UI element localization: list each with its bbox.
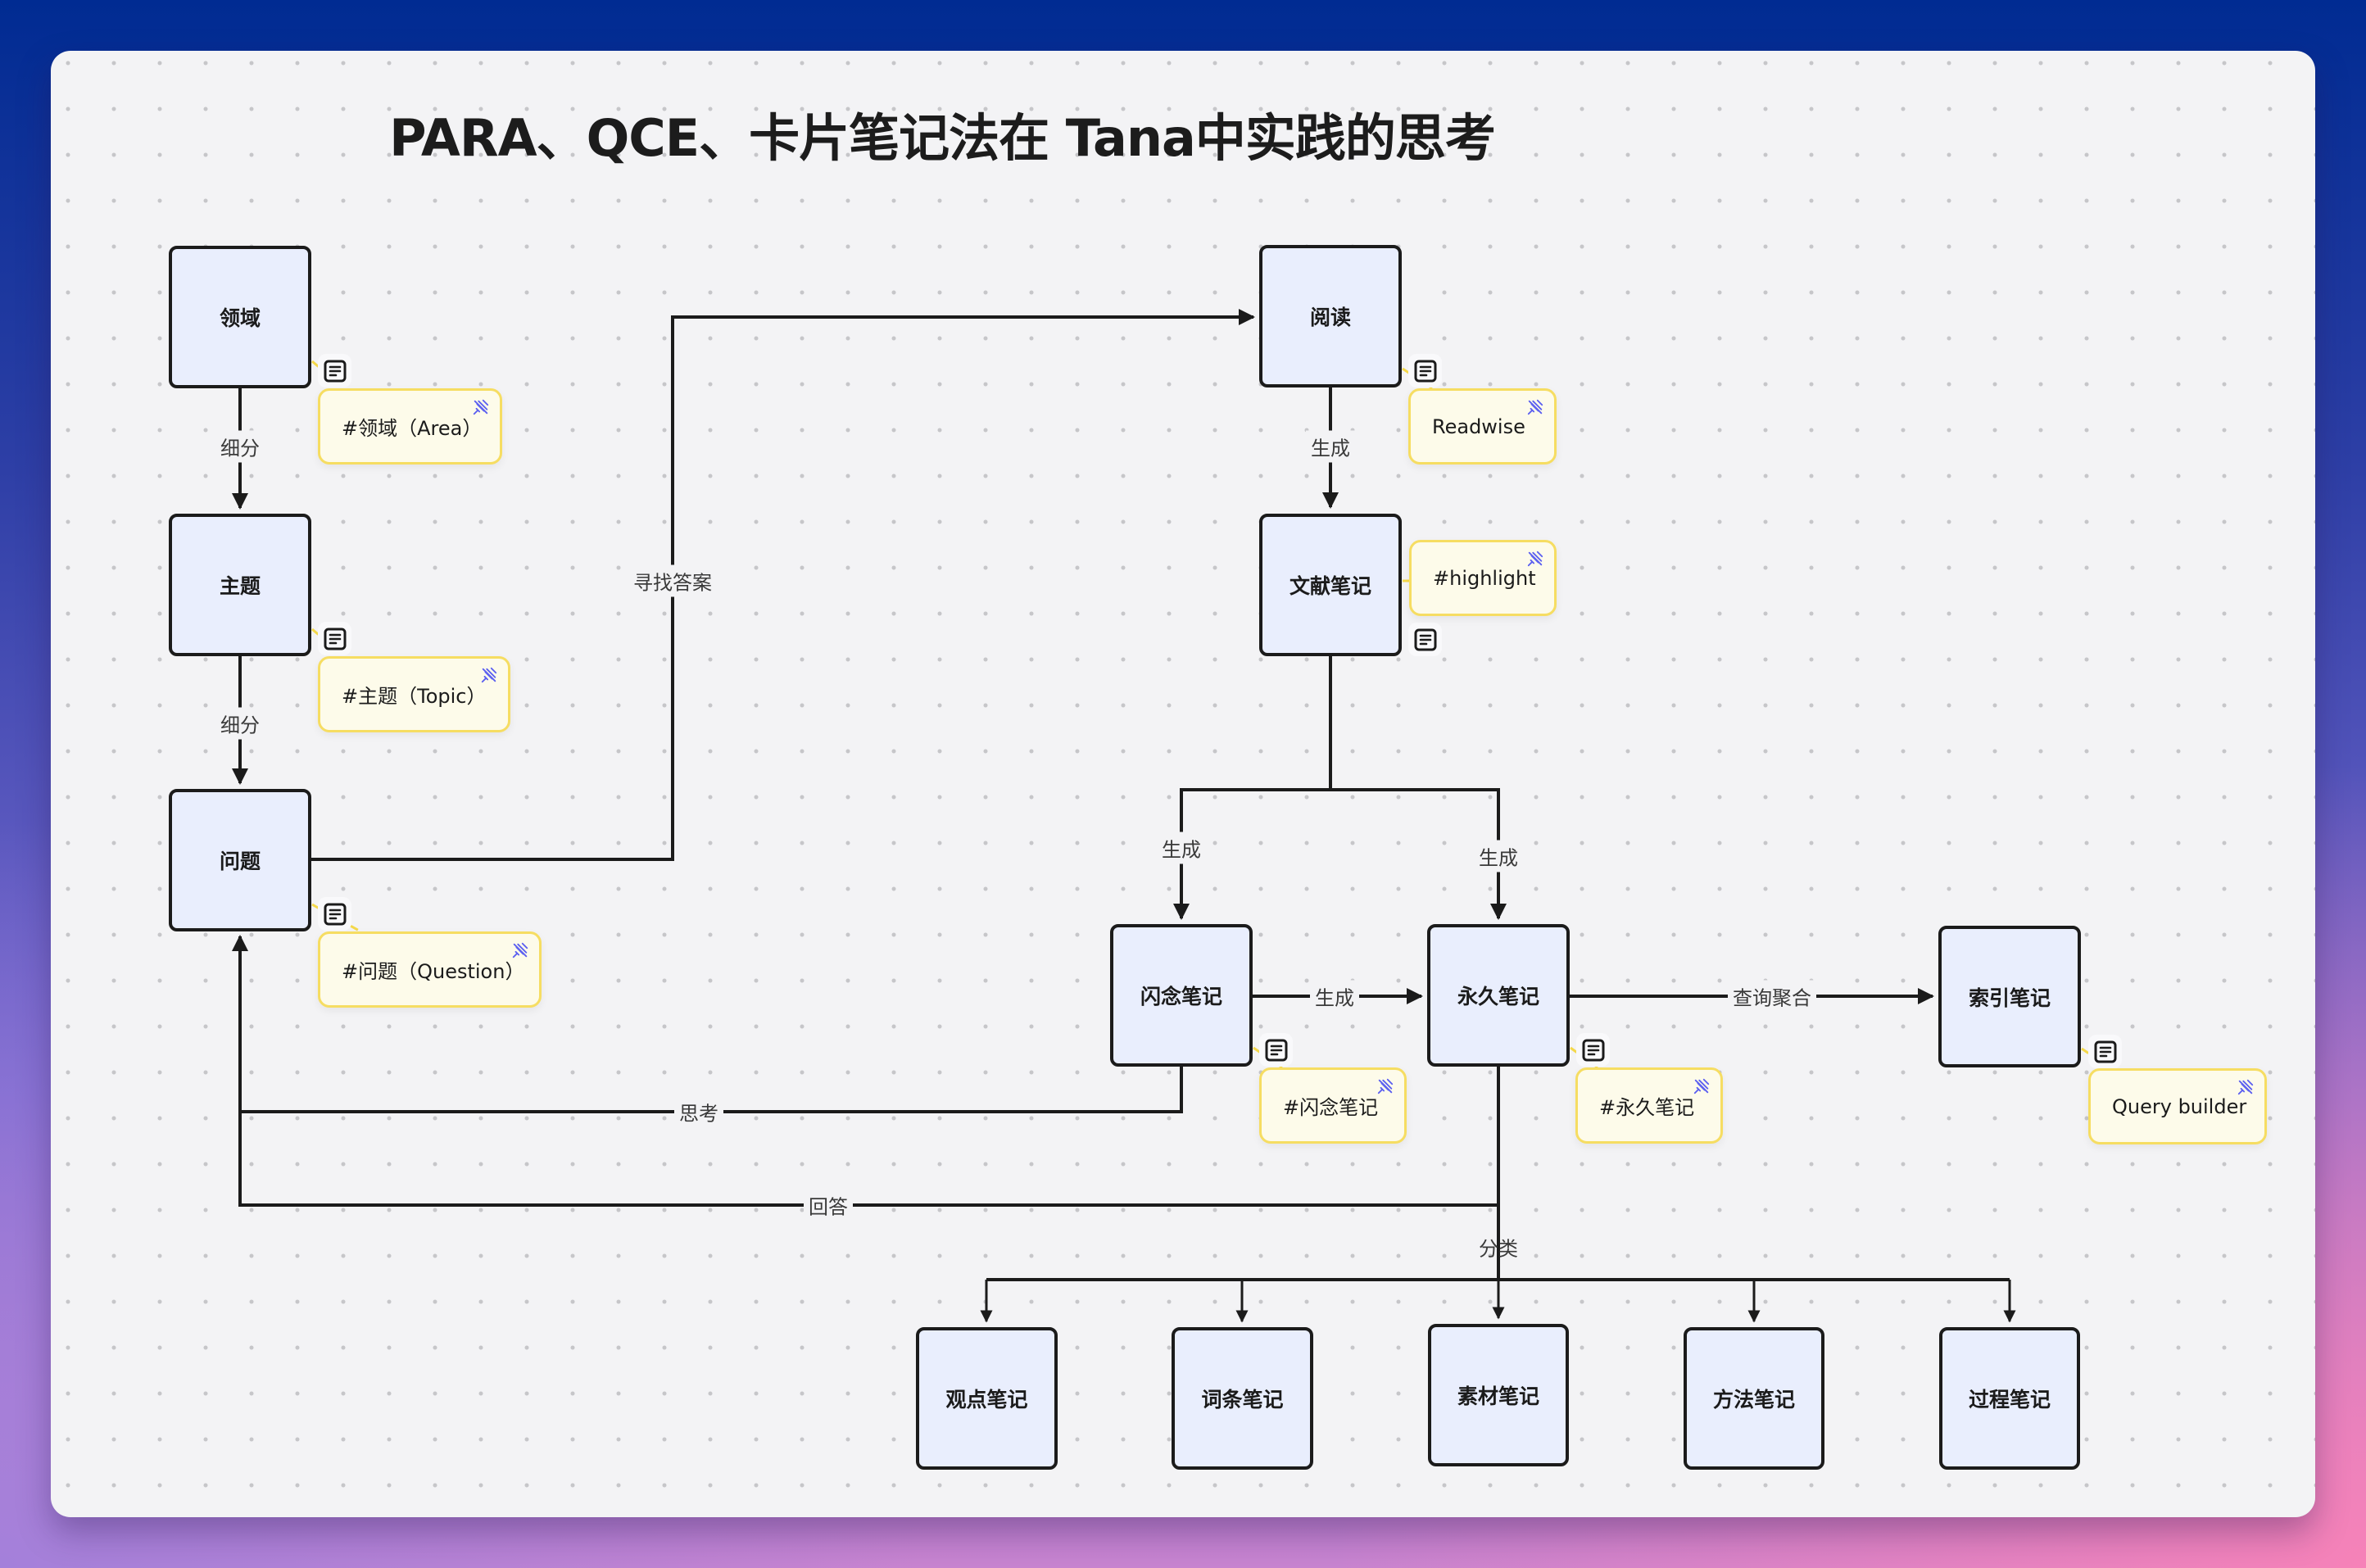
node-process-notes[interactable]: 过程笔记 (1939, 1327, 2080, 1470)
edge-label-literature-fleeting: 生成 (1157, 832, 1206, 864)
diagram-title: PARA、QCE、卡片笔记法在 Tana中实践的思考 (51, 97, 2315, 170)
note-button-area[interactable] (318, 354, 351, 387)
node-question[interactable]: 问题 (169, 789, 311, 931)
edge-label-categories: 分类 (1479, 1237, 1518, 1261)
node-material-notes[interactable]: 素材笔记 (1428, 1324, 1569, 1466)
node-area[interactable]: 领域 (169, 246, 311, 388)
edge-label-permanent-index: 查询聚合 (1728, 980, 1816, 1013)
edge-label-fleeting-permanent: 生成 (1310, 980, 1359, 1013)
unpin-icon[interactable] (2237, 1078, 2255, 1096)
unpin-icon[interactable] (472, 398, 490, 416)
sticky-topic-text: #主题（Topic） (342, 685, 487, 708)
sticky-reading-text: Readwise (1432, 415, 1525, 438)
unpin-icon[interactable] (1693, 1077, 1711, 1095)
node-question-label: 问题 (219, 850, 261, 873)
sticky-question[interactable]: #问题（Question） (318, 931, 542, 1008)
note-doc-icon (324, 628, 346, 650)
node-literature-notes[interactable]: 文献笔记 (1259, 514, 1402, 656)
edge-permanent-question[interactable] (238, 1112, 1498, 1207)
edge-label-question-reading: 寻找答案 (628, 564, 717, 597)
edge-label-literature-permanent: 生成 (1474, 840, 1523, 872)
note-doc-icon (1582, 1039, 1604, 1061)
note-doc-icon (324, 903, 346, 925)
sticky-area-text: #领域（Area） (342, 417, 483, 440)
note-doc-icon (2094, 1040, 2116, 1063)
sticky-reading[interactable]: Readwise (1408, 388, 1557, 465)
sticky-permanent-text: #永久笔记 (1599, 1096, 1695, 1119)
sticky-literature[interactable]: #highlight (1409, 540, 1557, 616)
sticky-question-text: #问题（Question） (342, 960, 525, 983)
node-entry-notes[interactable]: 词条笔记 (1172, 1327, 1313, 1470)
note-button-index[interactable] (2088, 1035, 2122, 1068)
whiteboard-canvas[interactable] (51, 51, 2315, 1517)
sticky-index[interactable]: Query builder (2088, 1068, 2267, 1144)
sticky-area[interactable]: #领域（Area） (318, 388, 502, 465)
node-topic[interactable]: 主题 (169, 514, 311, 656)
edge-literature-fleeting[interactable] (1173, 656, 1332, 920)
node-reading[interactable]: 阅读 (1259, 245, 1402, 387)
diagram-title-text: PARA、QCE、卡片笔记法在 Tana中实践的思考 (389, 108, 1496, 168)
node-index-notes[interactable]: 索引笔记 (1938, 926, 2081, 1067)
note-button-reading[interactable] (1408, 354, 1442, 387)
node-process-label: 过程笔记 (1968, 1388, 2051, 1412)
unpin-icon[interactable] (1526, 398, 1544, 416)
note-button-fleeting[interactable] (1259, 1033, 1293, 1067)
note-button-literature[interactable] (1408, 623, 1442, 656)
note-doc-icon (1414, 360, 1436, 382)
node-viewpoint-label: 观点笔记 (945, 1388, 1028, 1412)
note-doc-icon (1414, 628, 1436, 650)
edge-label-reading-literature: 生成 (1306, 430, 1355, 463)
unpin-icon[interactable] (1376, 1077, 1394, 1095)
node-method-label: 方法笔记 (1712, 1388, 1795, 1412)
edge-label-permanent-question: 回答 (804, 1189, 853, 1221)
edge-label-area-topic: 细分 (215, 430, 265, 463)
sticky-permanent[interactable]: #永久笔记 (1575, 1067, 1723, 1144)
edge-label-topic-question: 细分 (215, 707, 265, 740)
sticky-topic[interactable]: #主题（Topic） (318, 656, 510, 732)
node-permanent-notes[interactable]: 永久笔记 (1427, 924, 1570, 1067)
node-literature-label: 文献笔记 (1289, 574, 1371, 598)
node-fleeting-notes[interactable]: 闪念笔记 (1110, 924, 1253, 1067)
sticky-link-question (311, 903, 361, 933)
node-viewpoint-notes[interactable]: 观点笔记 (916, 1327, 1058, 1470)
note-doc-icon (1265, 1039, 1287, 1061)
note-button-question[interactable] (318, 897, 351, 931)
note-button-topic[interactable] (318, 622, 351, 655)
unpin-icon[interactable] (511, 941, 529, 959)
node-area-label: 领域 (219, 306, 261, 330)
sticky-fleeting-text: #闪念笔记 (1283, 1096, 1379, 1119)
sticky-index-text: Query builder (2112, 1094, 2247, 1118)
node-reading-label: 阅读 (1309, 306, 1351, 329)
edge-literature-permanent[interactable] (1330, 788, 1507, 920)
node-topic-label: 主题 (219, 574, 261, 598)
note-doc-icon (324, 360, 346, 382)
node-index-label: 索引笔记 (1968, 986, 2051, 1010)
edge-label-fleeting-question: 思考 (674, 1095, 723, 1128)
sticky-literature-text: #highlight (1433, 566, 1536, 590)
note-button-permanent[interactable] (1576, 1033, 1610, 1067)
unpin-icon[interactable] (480, 666, 498, 684)
sticky-fleeting[interactable]: #闪念笔记 (1259, 1067, 1407, 1144)
node-material-label: 素材笔记 (1457, 1384, 1539, 1408)
node-permanent-label: 永久笔记 (1457, 985, 1539, 1008)
node-fleeting-label: 闪念笔记 (1140, 985, 1222, 1008)
unpin-icon[interactable] (1526, 550, 1544, 568)
node-entry-label: 词条笔记 (1201, 1388, 1284, 1412)
node-method-notes[interactable]: 方法笔记 (1684, 1327, 1824, 1470)
